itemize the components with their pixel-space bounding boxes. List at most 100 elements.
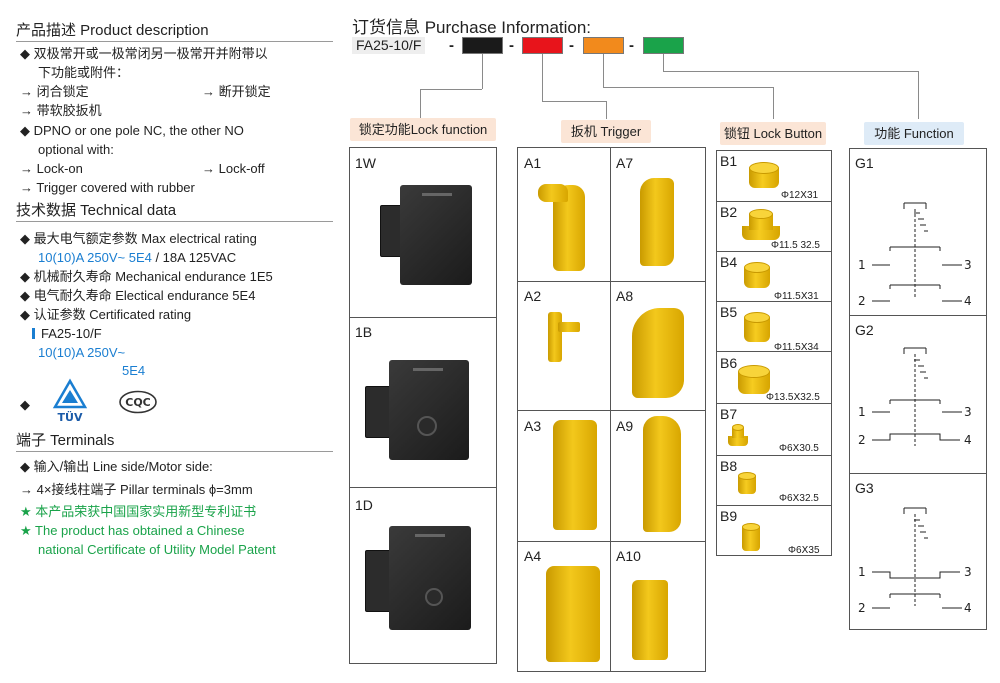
lock-off-cn: → 断开锁定 <box>202 84 271 99</box>
pillar-terminals: → 4×接线柱端子 Pillar terminals ϕ=3mm <box>20 482 253 497</box>
g1-terminal-4: 4 <box>964 294 972 308</box>
button-label-b9: B9 <box>720 508 738 524</box>
function-g1-diagram: 1 2 3 4 <box>858 202 972 308</box>
function-panel <box>849 148 987 630</box>
code-box-black <box>462 37 503 54</box>
trigger-label-a8: A8 <box>616 288 634 304</box>
lock-divider-2 <box>349 487 497 488</box>
g3-terminal-2: 2 <box>858 601 866 615</box>
cert-value-1: 10(10)A 250V~ <box>38 345 126 360</box>
code-box-orange <box>583 37 624 54</box>
g2-terminal-3: 3 <box>964 405 972 419</box>
desc-cn-line1: ◆ 双极常开或一极常闭另一极常开并附带以 <box>20 46 268 61</box>
max-rating-values: 10(10)A 250V~ 5E4 / 18A 125VAC <box>38 249 236 266</box>
g3-terminal-3: 3 <box>964 565 972 579</box>
function-divider-1 <box>849 315 987 316</box>
trigger-label-a3: A3 <box>524 418 542 434</box>
button-divider-2 <box>716 251 832 252</box>
function-g3-diagram: 1 2 3 4 <box>858 507 972 615</box>
button-dim-b2: Φ11.5 32.5 <box>771 240 820 251</box>
dash-1: - <box>449 37 454 54</box>
connector-green-v <box>663 54 664 71</box>
desc-cn-line2: 下功能或附件： <box>38 65 130 80</box>
connector-black-v <box>482 54 483 89</box>
connector-red-v2 <box>606 101 607 119</box>
button-divider-7 <box>716 505 832 506</box>
button-label-b2: B2 <box>720 204 738 220</box>
function-header: 功能 Function <box>864 122 964 145</box>
button-dim-b1: Φ12Ⅹ31 <box>781 190 819 201</box>
tuv-logo: TÜV <box>52 378 88 424</box>
g2-terminal-2: 2 <box>858 433 866 447</box>
product-description-title: 产品描述 Product description <box>16 22 333 42</box>
lock-label-1w: 1W <box>355 155 376 171</box>
function-g2-diagram: 1 2 3 4 <box>858 347 972 447</box>
connector-orange-v2 <box>773 87 774 119</box>
function-label-g1: G1 <box>855 155 874 171</box>
trigger-a1-hook <box>538 184 568 202</box>
trigger-a8-image <box>632 308 684 398</box>
button-label-b6: B6 <box>720 355 738 371</box>
dash-2: - <box>509 37 514 54</box>
trigger-label-a1: A1 <box>524 155 542 171</box>
button-dim-b9: Φ6Ⅹ35 <box>788 545 820 556</box>
connector-green-v2 <box>918 71 919 119</box>
desc-en-line2: optional with: <box>38 142 114 157</box>
trigger-label-a2: A2 <box>524 288 542 304</box>
button-divider-5 <box>716 403 832 404</box>
button-label-b1: B1 <box>720 153 738 169</box>
tuv-text: TÜV <box>58 410 83 424</box>
patent-en-1: ★ The product has obtained a Chinese <box>20 523 245 538</box>
function-label-g3: G3 <box>855 480 874 496</box>
switch-1d-image <box>365 520 480 645</box>
button-label-b7: B7 <box>720 406 738 422</box>
button-label-b4: B4 <box>720 254 738 270</box>
line-motor-side: ◆ 输入/输出 Line side/Motor side: <box>20 459 213 474</box>
max-rating-blue: 10(10)A 250V~ 5E4 <box>38 250 152 265</box>
purchase-title: 订货信息 Purchase Information: <box>352 18 592 37</box>
lock-button-panel <box>716 150 832 556</box>
g1-terminal-3: 3 <box>964 258 972 272</box>
cqc-text: CQC <box>125 396 151 409</box>
button-b9-image <box>742 527 760 551</box>
lock-off-en: → Lock-off <box>202 161 265 176</box>
dash-3: - <box>569 37 574 54</box>
lock-label-1b: 1B <box>355 324 373 340</box>
switch-1b-image <box>365 350 480 475</box>
trigger-a2-image <box>548 312 562 362</box>
button-divider-6 <box>716 455 832 456</box>
button-b6-top <box>738 365 770 378</box>
patent-cn: ★ 本产品荣获中国国家实用新型专利证书 <box>20 504 257 519</box>
g3-terminal-1: 1 <box>858 565 866 579</box>
patent-en-2: national Certificate of Utility Model Pa… <box>38 542 276 557</box>
button-b6-image <box>738 372 770 394</box>
rubber-en: → Trigger covered with rubber <box>20 180 195 195</box>
connector-red-v <box>542 54 543 101</box>
lock-divider-1 <box>349 317 497 318</box>
button-b7-top <box>732 424 744 431</box>
trigger-mid-divider <box>610 147 611 672</box>
connector-black-h <box>420 89 482 90</box>
button-b1-top <box>749 162 779 174</box>
trigger-label-a7: A7 <box>616 155 634 171</box>
button-divider-1 <box>716 201 832 202</box>
cert-diamond: ◆ <box>20 397 30 412</box>
button-dim-b5: Φ11.5Ⅹ34 <box>774 342 819 353</box>
trigger-divider-3 <box>517 541 706 542</box>
trigger-divider-2 <box>517 410 706 411</box>
g2-terminal-4: 4 <box>964 433 972 447</box>
function-label-g2: G2 <box>855 322 874 338</box>
button-b8-top <box>738 472 756 480</box>
trigger-a2-tab <box>558 322 580 332</box>
mechanical-endurance: ◆ 机械耐久寿命 Mechanical endurance 1E5 <box>20 269 273 284</box>
g2-terminal-1: 1 <box>858 405 866 419</box>
button-b4-top <box>744 262 770 273</box>
button-dim-b6: Φ13.5Ⅹ32.5 <box>766 392 820 403</box>
code-box-red <box>522 37 563 54</box>
cert-bar <box>32 328 35 339</box>
cert-model-line: FA25-10/F <box>32 325 102 342</box>
trigger-divider-1 <box>517 281 706 282</box>
button-dim-b4: Φ11.5Ⅹ31 <box>774 291 819 302</box>
trigger-a7-image <box>640 178 674 266</box>
technical-data-title: 技术数据 Technical data <box>16 202 333 222</box>
